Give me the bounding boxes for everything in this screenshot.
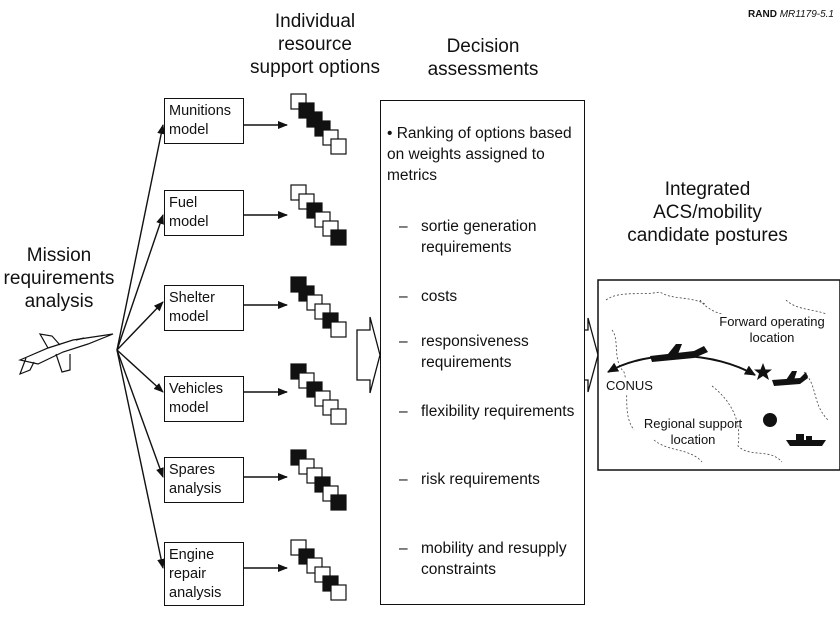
metric-text: sortie generation requirements <box>421 218 537 256</box>
posture-map <box>597 279 840 471</box>
fighter-jet-icon <box>18 333 114 376</box>
model-box-shelter: Shelter model <box>164 285 244 331</box>
header-line: assessments <box>427 59 539 80</box>
header-line: Integrated <box>664 179 751 200</box>
metric-text: flexibility requirements <box>421 403 575 420</box>
metric-text: costs <box>421 288 458 305</box>
figure-number: MR1179-5.1 <box>779 9 834 20</box>
model-box-vehicles: Vehicles model <box>164 376 244 422</box>
map-label-forward: Forward operating location <box>708 314 836 346</box>
dash-mark: – <box>399 540 408 557</box>
model-label: repair <box>169 566 207 582</box>
option-stacks <box>290 93 347 601</box>
dash-mark: – <box>399 403 408 420</box>
header-individual-options: Individual resource support options <box>235 10 395 79</box>
bullet-dot: • <box>387 125 397 142</box>
cargo-plane-icon <box>772 371 808 386</box>
header-line: Decision <box>446 36 520 57</box>
model-label: Vehicles <box>169 381 224 397</box>
header-line: resource <box>278 34 352 55</box>
header-decision-assessments: Decision assessments <box>413 35 553 81</box>
header-line: support options <box>250 57 380 78</box>
model-to-options-arrows <box>244 121 288 572</box>
mission-line: requirements <box>3 268 115 289</box>
option-square <box>330 321 347 338</box>
header-line: ACS/mobility <box>653 202 762 223</box>
option-square <box>330 584 347 601</box>
assessment-bullet-text: Ranking of options based on weights assi… <box>387 125 572 184</box>
model-label: Shelter <box>169 290 215 306</box>
dash-mark: – <box>399 471 408 488</box>
block-arrow-into-assessments <box>356 316 381 394</box>
model-box-fuel: Fuel model <box>164 190 244 236</box>
model-box-munitions: Munitions model <box>164 98 244 144</box>
option-square <box>330 138 347 155</box>
dash-mark: – <box>399 218 408 235</box>
mission-requirements-label: Mission requirements analysis <box>0 244 118 313</box>
option-square <box>330 408 347 425</box>
mission-to-model-arrows <box>116 124 166 569</box>
header-line: Individual <box>274 11 356 32</box>
option-square <box>330 229 347 246</box>
model-label: Spares <box>169 462 215 478</box>
model-label: model <box>169 400 209 416</box>
map-label-conus: CONUS <box>606 378 653 394</box>
metric-text: risk requirements <box>421 471 540 488</box>
figure-code: RAND MR1179-5.1 <box>748 9 834 20</box>
model-label: Fuel <box>169 195 198 211</box>
model-box-engine-repair: Engine repair analysis <box>164 542 244 606</box>
ship-icon <box>786 434 826 446</box>
model-box-spares: Spares analysis <box>164 457 244 503</box>
model-label: model <box>169 309 209 325</box>
header-line: candidate postures <box>627 225 788 246</box>
block-arrow-to-postures <box>585 317 599 393</box>
forward-location-star-icon <box>754 363 772 380</box>
model-label: Munitions <box>169 103 232 119</box>
mission-line: analysis <box>24 291 94 312</box>
option-square <box>330 494 347 511</box>
figure-org: RAND <box>748 9 777 20</box>
model-label: analysis <box>169 481 222 497</box>
model-label: model <box>169 122 209 138</box>
metric-text: mobility and resupply constraints <box>421 540 567 578</box>
map-label-regional: Regional support location <box>643 416 743 447</box>
decision-assessment-box: • Ranking of options based on weights as… <box>380 100 585 605</box>
model-label: Engine <box>169 547 215 563</box>
model-label: model <box>169 214 209 230</box>
metric-text: responsiveness requirements <box>421 333 529 371</box>
assessment-bullet: • Ranking of options based on weights as… <box>387 123 579 186</box>
cargo-plane-icon <box>650 344 708 362</box>
mission-line: Mission <box>26 245 92 266</box>
regional-support-dot-icon <box>763 413 777 427</box>
header-integrated-postures: Integrated ACS/mobility candidate postur… <box>615 178 800 247</box>
dash-mark: – <box>399 288 408 305</box>
model-label: analysis <box>169 585 222 601</box>
dash-mark: – <box>399 333 408 350</box>
